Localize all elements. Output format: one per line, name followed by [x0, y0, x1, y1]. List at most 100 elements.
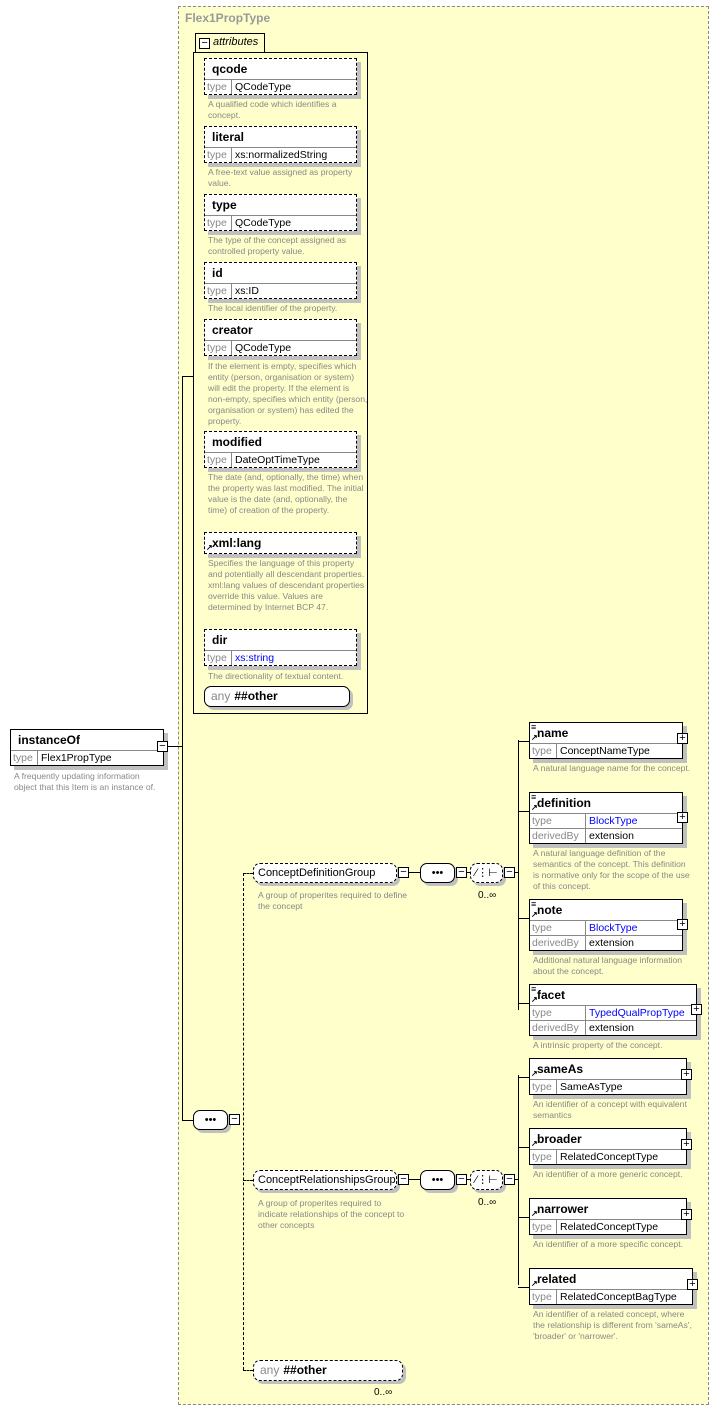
- sequence-icon: •••: [431, 1174, 444, 1186]
- main-sequence[interactable]: •••: [193, 1110, 228, 1130]
- row-label: type: [530, 1080, 557, 1094]
- expand-icon[interactable]: +: [677, 733, 688, 744]
- row-value[interactable]: BlockType: [589, 922, 638, 934]
- collapse-icon[interactable]: −: [504, 867, 515, 878]
- collapse-icon[interactable]: −: [199, 38, 210, 49]
- row-label: type: [205, 651, 232, 665]
- row-value: xs:normalizedString: [235, 149, 328, 161]
- collapse-icon[interactable]: −: [157, 741, 168, 752]
- expand-icon[interactable]: +: [681, 1209, 692, 1220]
- collapse-icon[interactable]: −: [229, 1114, 240, 1125]
- description: A free-text value assigned as property v…: [208, 167, 353, 188]
- description: An identifier of a more generic concept.: [533, 1169, 683, 1179]
- connector-line: [518, 811, 529, 812]
- group-ConceptDefinitionGroup[interactable]: ConceptDefinitionGroup: [253, 863, 397, 883]
- expand-icon[interactable]: +: [687, 1279, 698, 1290]
- connector-line: [518, 741, 529, 742]
- expand-icon[interactable]: +: [691, 1004, 702, 1015]
- row-value[interactable]: BlockType: [589, 815, 638, 827]
- row-value[interactable]: TypedQualPropType: [589, 1007, 685, 1019]
- row-label: derivedBy: [530, 936, 586, 950]
- connector-line: [409, 1179, 420, 1180]
- row-label: type: [205, 148, 232, 162]
- box-title: ≡↗definition: [530, 793, 682, 813]
- box-title: instanceOf: [11, 730, 163, 750]
- content-lines-icon: ≡: [531, 722, 537, 732]
- connector-line: [518, 1217, 529, 1218]
- connector-line: [409, 872, 420, 873]
- box-name: dir: [212, 633, 228, 647]
- row-value[interactable]: xs:string: [235, 652, 275, 664]
- expand-icon[interactable]: +: [677, 812, 688, 823]
- connector-line: [182, 376, 183, 1121]
- collapse-icon[interactable]: −: [504, 1174, 515, 1185]
- description: The local identifier of the property.: [208, 303, 338, 313]
- collapse-icon[interactable]: −: [398, 867, 409, 878]
- box-name: note: [537, 903, 563, 917]
- choice-icon: ⁄⋮⊢: [475, 1174, 498, 1186]
- box-title: ≡↗note: [530, 900, 682, 920]
- connector-line: [518, 1287, 529, 1288]
- row-label: type: [530, 1006, 586, 1020]
- description: The date (and, optionally, the time) whe…: [208, 472, 364, 515]
- row-label: derivedBy: [530, 829, 586, 843]
- box-title: ↗related: [530, 1269, 692, 1289]
- attribute-xml-lang[interactable]: ↗xml:lang: [204, 532, 357, 554]
- box-title: creator: [205, 320, 356, 340]
- connector-line: [168, 746, 182, 747]
- row-value: extension: [589, 937, 634, 949]
- group-choice[interactable]: ⁄⋮⊢: [470, 863, 503, 883]
- description: An identifier of a more specific concept…: [533, 1239, 683, 1249]
- multiplicity: 0..∞: [478, 890, 497, 901]
- connector-line: [518, 1147, 529, 1148]
- expand-icon[interactable]: +: [681, 1069, 692, 1080]
- group-ConceptRelationshipsGroup[interactable]: ConceptRelationshipsGroup: [253, 1170, 397, 1190]
- box-name: instanceOf: [18, 733, 81, 747]
- attributes-any-wildcard[interactable]: any##other: [204, 686, 350, 707]
- box-title: ≡↗name: [530, 723, 682, 743]
- expand-icon[interactable]: +: [677, 919, 688, 930]
- group-sequence[interactable]: •••: [420, 863, 455, 883]
- box-title: literal: [205, 127, 356, 147]
- content-any-wildcard[interactable]: any##other: [253, 1360, 403, 1381]
- box-title: ↗narrower: [530, 1199, 686, 1219]
- connector-line: [182, 376, 193, 377]
- box-title: qcode: [205, 59, 356, 79]
- attributes-tab[interactable]: − attributes: [195, 33, 265, 52]
- connector-line: [182, 1120, 193, 1121]
- description: A intrinsic property of the concept.: [533, 1040, 663, 1050]
- box-title: modified: [205, 432, 356, 452]
- description: An identifier of a related concept, wher…: [533, 1309, 692, 1341]
- any-value: ##other: [234, 689, 278, 703]
- collapse-icon[interactable]: −: [398, 1174, 409, 1185]
- row-label: type: [530, 921, 586, 935]
- connector-line: [515, 872, 518, 873]
- attributes-tab-label: attributes: [213, 36, 259, 48]
- expand-icon[interactable]: +: [681, 1139, 692, 1150]
- connector-line: [515, 1179, 518, 1180]
- group-choice[interactable]: ⁄⋮⊢: [470, 1170, 503, 1190]
- box-title: id: [205, 263, 356, 283]
- group-sequence[interactable]: •••: [420, 1170, 455, 1190]
